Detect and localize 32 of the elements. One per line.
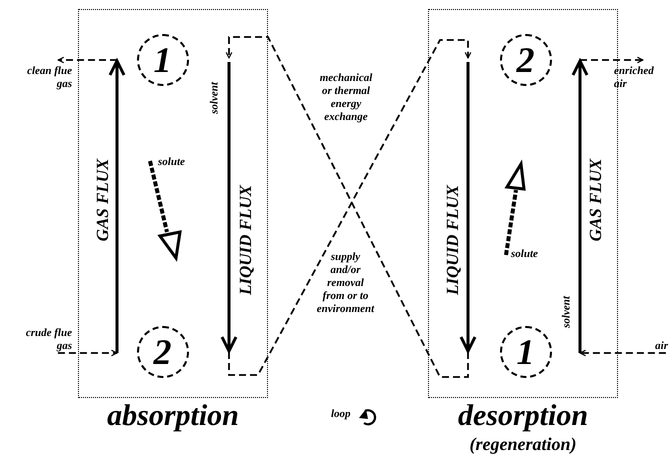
stream-label: clean flue gas (26, 65, 72, 91)
flow-connector (58, 56, 117, 64)
note-text: mechanical or thermal energy exchange (320, 72, 372, 124)
stream-label: crude flue gas (24, 327, 72, 353)
section-heading: absorption (106, 399, 240, 433)
flow-connector (580, 56, 644, 64)
state-circle (136, 326, 188, 378)
state-circle (500, 34, 552, 86)
state-number: 1 (154, 42, 172, 78)
state-circle (500, 326, 552, 378)
note-text: solute (158, 156, 185, 169)
flow-connector (579, 350, 666, 356)
note-text: supply and/or removal from or to environment (316, 251, 375, 316)
state-number: 1 (516, 334, 534, 370)
section-subheading: (regeneration) (468, 434, 578, 454)
stream-label: air (654, 340, 668, 353)
flux-arrow (94, 60, 124, 352)
flux-arrow (572, 60, 604, 352)
flux-label: LIQUID FLUX (444, 184, 462, 295)
flow-connector (58, 350, 118, 356)
state-circle (136, 34, 188, 86)
note-text: solute (511, 248, 538, 261)
stream-label: enriched air (614, 65, 655, 91)
state-number: 2 (154, 334, 172, 370)
flux-label: GAS FLUX (586, 158, 604, 241)
flux-label: LIQUID FLUX (236, 184, 254, 295)
state-number: 2 (516, 42, 534, 78)
stream-label: solvent (560, 296, 574, 328)
section-heading: desorption (456, 399, 590, 433)
flux-label: GAS FLUX (94, 158, 112, 241)
note-text: loop (331, 408, 351, 421)
stream-label: solvent (208, 82, 222, 114)
